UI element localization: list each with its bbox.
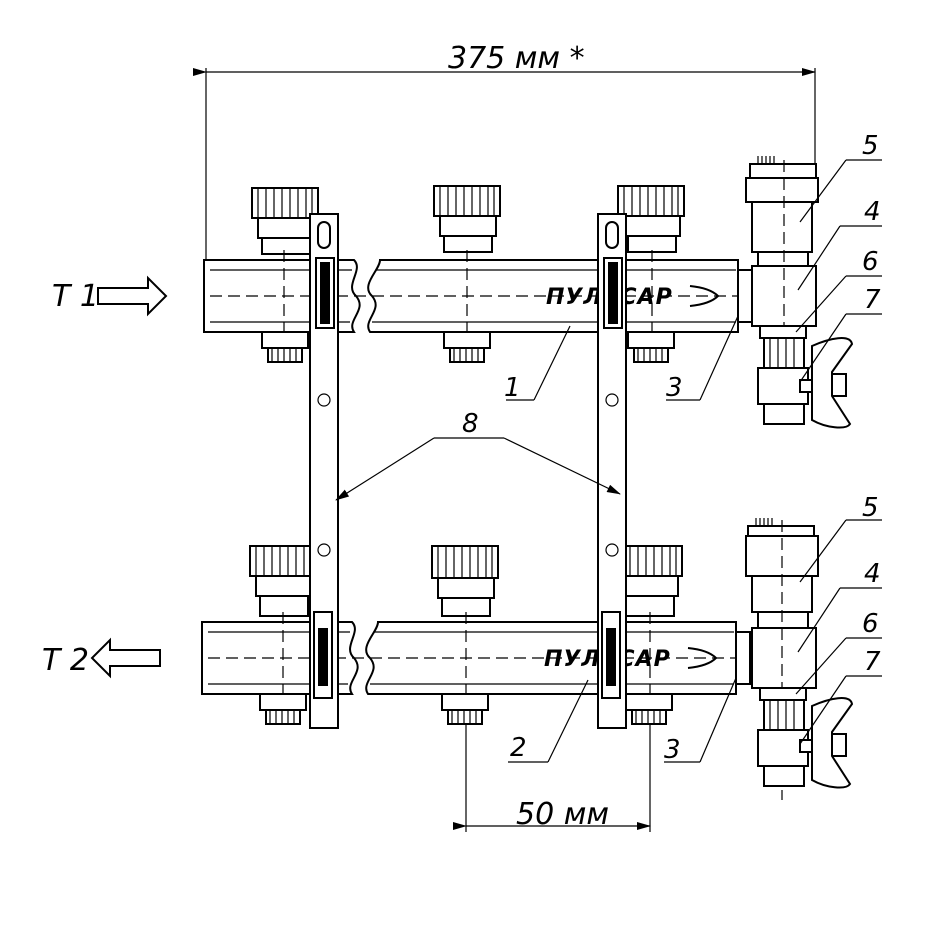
outlet-nipple bbox=[625, 693, 673, 725]
outlet-label: Т 2 bbox=[42, 643, 89, 678]
inlet-arrow: Т 1 bbox=[52, 275, 168, 317]
callout-7-top: 7 bbox=[799, 285, 882, 383]
callout-1-label: 1 bbox=[504, 373, 521, 403]
callout-3-bottom-label: 3 bbox=[664, 735, 681, 765]
callout-5-top: 5 bbox=[799, 131, 882, 223]
outlet-nipple bbox=[443, 331, 491, 363]
valve-head bbox=[431, 545, 499, 617]
callout-6-bottom: 6 bbox=[795, 609, 882, 695]
valve-head bbox=[249, 545, 317, 617]
overall-dimension-label: 375 мм * bbox=[448, 41, 585, 76]
callout-2: 2 bbox=[508, 679, 589, 763]
valve-head bbox=[433, 185, 501, 253]
pitch-dimension: 50 мм bbox=[453, 724, 651, 832]
callout-8-label: 8 bbox=[462, 409, 479, 439]
mounting-bracket-right bbox=[597, 213, 627, 729]
outlet-arrow: Т 2 bbox=[42, 637, 161, 679]
callout-2-label: 2 bbox=[510, 733, 527, 763]
callout-1: 1 bbox=[504, 325, 571, 403]
callout-4-top: 4 bbox=[797, 197, 882, 291]
callout-6-top-label: 6 bbox=[862, 247, 879, 277]
callout-7-top-label: 7 bbox=[864, 285, 881, 315]
outlet-nipple bbox=[259, 693, 307, 725]
callout-3-top: 3 bbox=[666, 315, 739, 403]
return-manifold: ПУЛЬСАР bbox=[201, 545, 751, 725]
callout-6-top: 6 bbox=[795, 247, 882, 333]
callout-5-bottom-label: 5 bbox=[862, 493, 879, 523]
overall-dimension: 375 мм * bbox=[193, 41, 816, 262]
inlet-label: Т 1 bbox=[52, 279, 99, 314]
callout-4-top-label: 4 bbox=[864, 197, 881, 227]
callout-4-bottom-label: 4 bbox=[864, 559, 881, 589]
callout-3-bottom: 3 bbox=[664, 677, 737, 765]
valve-head bbox=[251, 187, 319, 255]
pitch-dimension-label: 50 мм bbox=[516, 797, 609, 832]
callout-4-bottom: 4 bbox=[797, 559, 882, 653]
callout-7-bottom: 7 bbox=[799, 647, 882, 745]
supply-manifold: ПУЛЬСАР bbox=[203, 185, 753, 363]
outlet-nipple bbox=[627, 331, 675, 363]
callout-3-top-label: 3 bbox=[666, 373, 683, 403]
outlet-nipple bbox=[441, 693, 489, 725]
valve-head bbox=[615, 545, 683, 617]
valve-head bbox=[617, 185, 685, 253]
outlet-nipple bbox=[261, 331, 309, 363]
callout-8: 8 bbox=[335, 409, 621, 501]
callout-5-top-label: 5 bbox=[862, 131, 879, 161]
mounting-bracket-left bbox=[309, 213, 339, 729]
air-vent-assembly-top bbox=[745, 156, 854, 429]
callout-5-bottom: 5 bbox=[799, 493, 882, 583]
air-vent-assembly-bottom bbox=[745, 518, 854, 800]
callout-7-bottom-label: 7 bbox=[864, 647, 881, 677]
callout-6-bottom-label: 6 bbox=[862, 609, 879, 639]
